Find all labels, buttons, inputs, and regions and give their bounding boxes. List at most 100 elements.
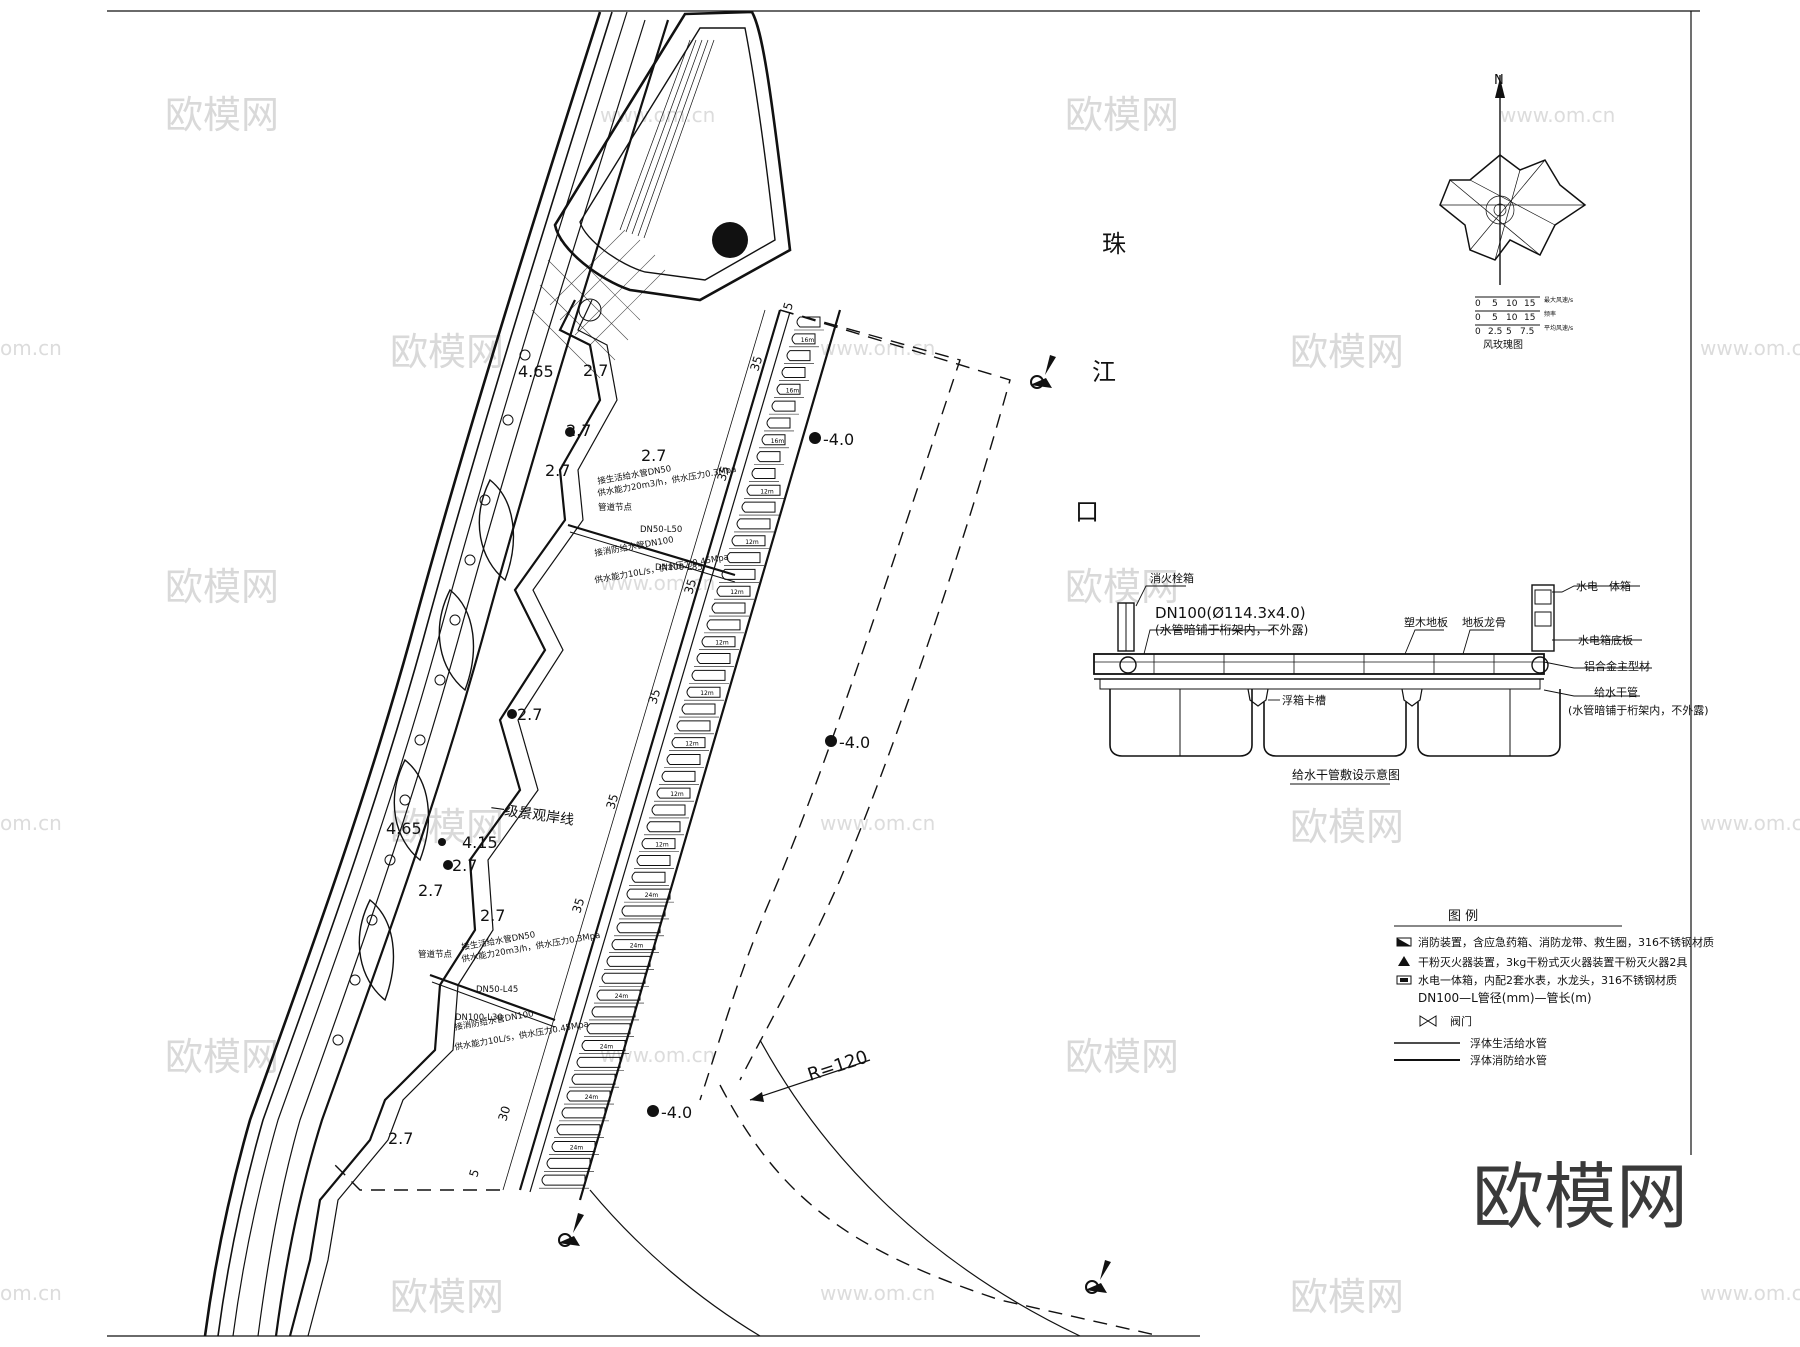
- berth-boat: [654, 787, 694, 802]
- watermark-brand: 欧模网: [165, 565, 279, 609]
- berth-boat: [564, 1090, 614, 1105]
- watermark-url: www.om.cn: [820, 1281, 935, 1305]
- berth-label: 24m: [645, 892, 659, 899]
- watermark-layer: 欧模网 www.om.cn 欧模网 www.om.cn om.cn 欧模网 ww…: [0, 93, 1800, 1319]
- watermark-brand: 欧模网: [390, 330, 504, 374]
- berth-boat: [574, 1056, 624, 1071]
- elevation-label: 2.7: [545, 461, 570, 480]
- dimension-label: 35: [645, 687, 663, 706]
- berth-boat: [664, 754, 704, 768]
- berth-boat: [644, 821, 684, 836]
- fire-equipment-icon: [1396, 937, 1412, 947]
- berth-boat: [709, 602, 749, 617]
- berth-boat: [604, 955, 654, 970]
- section-label-main-pipe: 给水干管: [1594, 685, 1638, 699]
- depth-marker: -4.0: [647, 1103, 692, 1122]
- pipe-note: 管道节点: [598, 502, 633, 513]
- dimension-label: 35: [747, 354, 765, 373]
- section-label-float-slot: 浮箱卡槽: [1282, 693, 1326, 707]
- watermark-url: om.cn: [0, 811, 62, 835]
- berth-label: 16m: [786, 387, 800, 394]
- pipe-notes-bottom: 接生活给水管DN50 供水能力20m3/h，供水压力0.3Mpa 管道节点 DN…: [418, 929, 601, 1053]
- berth-boat: [649, 804, 689, 819]
- legend-text: 干粉灭火器装置，3kg干粉式灭火器装置干粉灭火器2具: [1418, 956, 1687, 969]
- dimension-label: 35: [714, 464, 732, 483]
- berth-boat: [614, 922, 664, 937]
- sheet-frame: [107, 10, 1700, 1337]
- svg-text:2.5: 2.5: [1488, 327, 1502, 337]
- berth-boat: [609, 939, 659, 953]
- watermark-brand: 欧模网: [165, 1035, 279, 1079]
- watermark-brand: 欧模网: [1290, 1275, 1404, 1319]
- berth-boat: [634, 854, 674, 869]
- pipe-note: 管道节点: [418, 949, 453, 960]
- watermark-brand: 欧模网: [390, 1275, 504, 1319]
- berth-boat: [624, 888, 674, 903]
- elevation-label: 2.7: [480, 906, 505, 925]
- legend-item: 浮体生活给水管: [1394, 1036, 1547, 1050]
- svg-text:0: 0: [1475, 299, 1481, 309]
- section-label-floor-keel: 地板龙骨: [1462, 615, 1506, 629]
- berth-boat: [539, 1174, 589, 1189]
- svg-text:15: 15: [1524, 299, 1535, 309]
- channel-lines: [329, 309, 1161, 1337]
- buoy-symbols: [558, 355, 1111, 1294]
- legend-text: 水电一体箱，内配2套水表，水龙头，316不锈钢材质: [1418, 973, 1677, 987]
- berth-label: 16m: [771, 438, 785, 445]
- legend-text: 浮体生活给水管: [1470, 1036, 1547, 1050]
- river-name: 珠 江 口: [1075, 230, 1126, 526]
- wind-scale-note: 频率: [1544, 310, 1556, 318]
- elevation-label: 2.7: [388, 1129, 413, 1148]
- berth-boat: [729, 535, 769, 550]
- berth-label: 24m: [570, 1145, 584, 1152]
- watermark-url: om.cn: [0, 336, 62, 360]
- watermark-brand: 欧模网: [390, 805, 504, 849]
- berth-boat: [794, 316, 824, 331]
- svg-text:7.5: 7.5: [1520, 327, 1534, 337]
- river-char: 珠: [1102, 230, 1126, 258]
- pier-dimensions: 35 35 35 35 35 35 30 5 5: [466, 300, 796, 1178]
- pipe-note: DN50-L45: [476, 985, 518, 995]
- section-label-main-pipe-note: (水管暗铺于桁架内，不外露): [1568, 703, 1709, 717]
- berth-label: 12m: [745, 539, 759, 546]
- elevation-label: 2.7: [418, 881, 443, 900]
- svg-text:0: 0: [1475, 313, 1481, 323]
- watermark-brand: 欧模网: [1065, 565, 1179, 609]
- wind-scale: 0 5 10 15 0 5 10 15 0 2.5 5 7.5 最大风速/s 频…: [1475, 296, 1573, 337]
- buoy-icon: [1085, 1260, 1111, 1294]
- svg-text:5: 5: [1492, 299, 1498, 309]
- dimension-label: 5: [780, 300, 796, 311]
- svg-text:10: 10: [1506, 313, 1518, 323]
- berth-label: 12m: [700, 690, 714, 697]
- section-label-plastic-floor: 塑木地板: [1404, 615, 1448, 629]
- berth-boat: [769, 400, 799, 415]
- dimension-label: 35: [681, 577, 699, 596]
- berth-boat: [579, 1040, 629, 1054]
- svg-text:-4.0: -4.0: [839, 733, 870, 752]
- legend-text: 阀门: [1450, 1014, 1472, 1028]
- legend-text: DN100—L管径(mm)—管长(m): [1418, 990, 1592, 1005]
- depth-markers: -4.0 -4.0 -4.0: [647, 430, 870, 1122]
- elevation-label: 4.65: [518, 362, 554, 381]
- watermark-brand: 欧模网: [1065, 93, 1179, 137]
- elevation-label: 2.7: [517, 705, 542, 724]
- berth-boat: [744, 484, 784, 499]
- berth-label: 12m: [715, 640, 729, 647]
- berth-boat: [789, 333, 819, 348]
- berth-boat: [684, 686, 724, 701]
- berth-boat: [559, 1107, 609, 1122]
- marker-dot: [712, 222, 748, 258]
- berth-label: 12m: [760, 488, 774, 495]
- berth-boat: [599, 972, 649, 987]
- berth-boat: [734, 518, 774, 533]
- legend-text: 浮体消防给水管: [1470, 1053, 1547, 1067]
- berth-boat: [754, 451, 784, 465]
- buoy-icon: [558, 1213, 584, 1247]
- berth-label: 12m: [655, 842, 669, 849]
- extinguisher-icon: [1398, 956, 1410, 966]
- berth-boat: [694, 653, 734, 667]
- svg-text:0: 0: [1475, 327, 1481, 337]
- section-label-utility-box: 水电一体箱: [1576, 579, 1631, 593]
- berth-boat: [764, 417, 794, 432]
